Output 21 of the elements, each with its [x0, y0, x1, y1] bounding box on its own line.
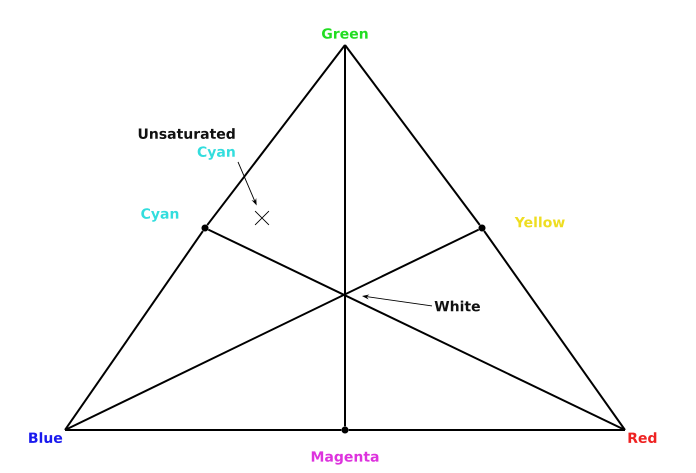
line [344, 44, 481, 226]
line [208, 228, 626, 431]
point-label: Magenta [312, 451, 378, 465]
point-label: Yellow [514, 216, 565, 228]
point-marker [342, 426, 348, 434]
line [206, 44, 346, 226]
callout-label: White [434, 300, 480, 312]
line [65, 428, 342, 431]
line [344, 45, 346, 426]
vertex-label: Red [628, 432, 656, 444]
line [348, 428, 625, 431]
vertex-label: Blue [29, 432, 62, 444]
line [64, 230, 204, 431]
cross-mark [254, 210, 270, 226]
point-marker [478, 224, 486, 232]
callout-label: Unsaturated Cyan [138, 128, 235, 160]
point-marker [202, 224, 208, 232]
vertex-label: Green [322, 28, 368, 39]
line [64, 228, 480, 431]
line [483, 230, 626, 431]
point-label: Cyan [141, 208, 178, 222]
